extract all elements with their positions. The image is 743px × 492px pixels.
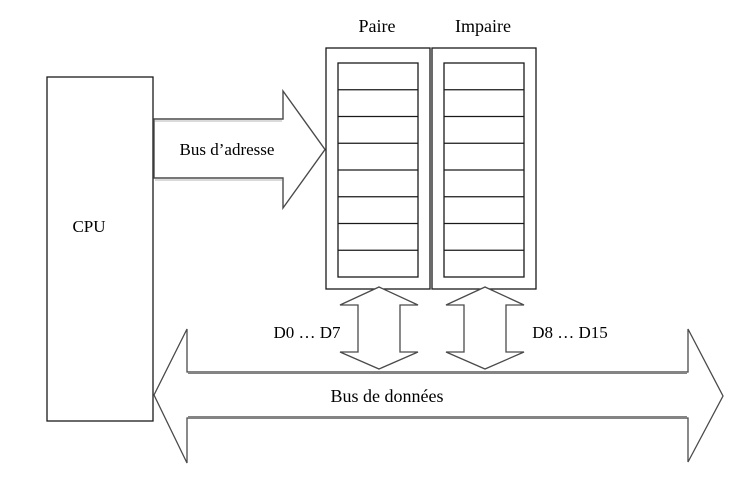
cpu-box <box>46 76 154 422</box>
paire-data-arrow <box>339 286 419 370</box>
bank-paire-outer-box <box>325 47 431 290</box>
cpu-label: CPU <box>72 217 105 236</box>
impaire-data-arrow <box>445 286 525 370</box>
bank-paire-label: Paire <box>359 16 396 36</box>
bank-impaire-cell-dividers <box>444 89 524 251</box>
address-bus-arrow <box>153 88 326 211</box>
bank-paire <box>325 47 431 290</box>
bank-paire-cell-dividers <box>338 89 418 251</box>
data-bus-label: Bus de données <box>331 386 444 406</box>
paire-data-lines-label: D0 … D7 <box>273 323 341 342</box>
bank-impaire-outer-box <box>431 47 537 290</box>
bank-impaire <box>431 47 537 290</box>
data-bus-arrow <box>153 328 724 464</box>
bank-impaire-label: Impaire <box>455 16 511 36</box>
address-bus-label: Bus d’adresse <box>180 140 275 159</box>
impaire-data-lines-label: D8 … D15 <box>532 323 608 342</box>
